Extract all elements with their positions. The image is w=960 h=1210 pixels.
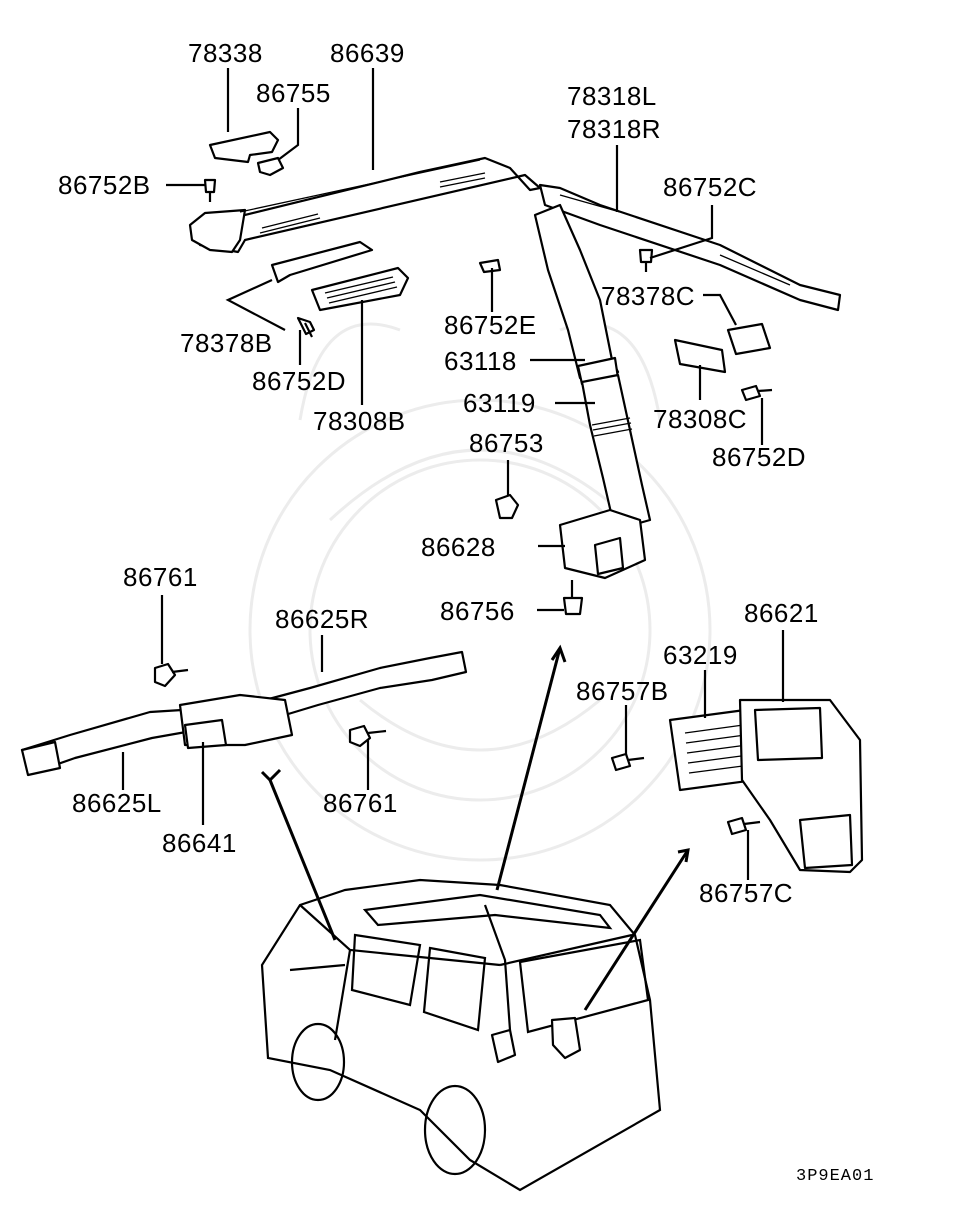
label-78378B: 78378B xyxy=(180,328,273,358)
label-86621: 86621 xyxy=(744,598,819,628)
label-86641: 86641 xyxy=(162,828,237,858)
screw-86752B xyxy=(203,178,217,202)
duct-86625L xyxy=(20,708,188,777)
label-63118: 63118 xyxy=(444,346,517,376)
screw-86752D-right xyxy=(740,384,773,402)
screw-86752D-left xyxy=(296,316,316,338)
label-78338: 78338 xyxy=(188,38,263,68)
label-86628: 86628 xyxy=(421,532,496,562)
clip-86755 xyxy=(256,156,285,177)
louver-78378B xyxy=(270,240,374,284)
roof-duct-side-78318 xyxy=(538,183,842,312)
label-86625R: 86625R xyxy=(275,604,369,634)
label-86761-top: 86761 xyxy=(123,562,198,592)
diagram-code: 3P9EA01 xyxy=(796,1167,874,1186)
label-86755: 86755 xyxy=(256,78,331,108)
label-78378C: 78378C xyxy=(601,281,695,311)
screw-86752E xyxy=(478,258,502,274)
clip-86761-left xyxy=(153,662,189,688)
label-86756: 86756 xyxy=(440,596,515,626)
screw-86752C xyxy=(638,248,654,272)
label-86752D-right: 86752D xyxy=(712,442,806,472)
clip-86761-right xyxy=(348,724,387,748)
label-86757C: 86757C xyxy=(699,878,793,908)
grille-78308C xyxy=(673,338,727,374)
label-86757B: 86757B xyxy=(576,676,669,706)
label-78318L: 78318L xyxy=(567,81,657,111)
outlet-86628 xyxy=(558,508,647,580)
label-78308C: 78308C xyxy=(653,404,747,434)
pillar-duct-63119 xyxy=(580,373,652,532)
louver-78378C xyxy=(726,322,772,356)
label-86752C: 86752C xyxy=(663,172,757,202)
label-86752D-left: 86752D xyxy=(252,366,346,396)
screw-86757C xyxy=(726,816,761,836)
label-86752E: 86752E xyxy=(444,310,537,340)
nut-86753 xyxy=(494,493,520,520)
roof-duct-front xyxy=(188,156,542,254)
grille-78308B xyxy=(310,266,410,312)
housing-86621 xyxy=(738,698,864,874)
watermark-logo xyxy=(248,322,712,862)
label-86752B: 86752B xyxy=(58,170,151,200)
label-63219: 63219 xyxy=(663,640,738,670)
duct-86625R xyxy=(263,650,468,720)
label-86753: 86753 xyxy=(469,428,544,458)
label-86761-bottom: 86761 xyxy=(323,788,398,818)
van-illustration xyxy=(260,878,662,1192)
part-labels: 78338 86639 86755 86752B 78318L 78318R 8… xyxy=(58,38,874,1186)
bolt-86756 xyxy=(562,580,584,616)
bracket-78338 xyxy=(208,130,280,164)
duct-joint-86641 xyxy=(178,693,294,750)
label-86625L: 86625L xyxy=(72,788,162,818)
leader-lines xyxy=(121,68,785,880)
pointer-arrows xyxy=(260,644,690,1011)
screw-86757B xyxy=(610,752,645,772)
label-86639: 86639 xyxy=(330,38,405,68)
label-63119: 63119 xyxy=(463,388,536,418)
label-78308B: 78308B xyxy=(313,406,406,436)
label-78318R: 78318R xyxy=(567,114,661,144)
